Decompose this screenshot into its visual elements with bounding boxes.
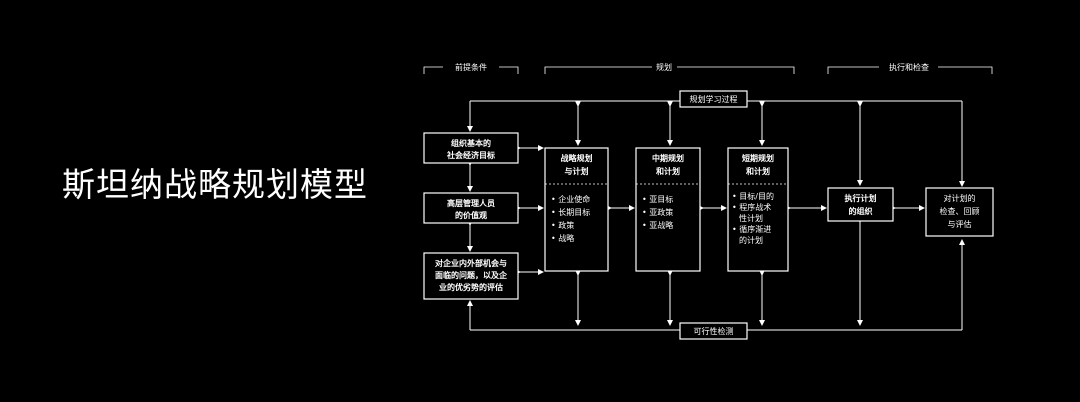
svg-text:与计划: 与计划 xyxy=(565,166,589,176)
svg-text:的组织: 的组织 xyxy=(849,206,873,216)
svg-text:和计划: 和计划 xyxy=(746,166,770,176)
svg-text:性计划: 性计划 xyxy=(739,213,763,223)
learning-loop-lines xyxy=(467,100,965,187)
svg-text:中期规划: 中期规划 xyxy=(652,153,684,163)
mid-term-item: • 亚战略 xyxy=(642,220,673,230)
feasibility-check-box: 可行性检测 xyxy=(679,322,748,340)
planning-learning-box: 规划学习过程 xyxy=(679,90,748,108)
strategic-planning-box: 战略规划 与计划 • 企业使命 • 长期目标 • 政策 • 战略 xyxy=(544,147,609,272)
strategic-item: • 政策 xyxy=(551,220,574,230)
slide-title: 斯坦纳战略规划模型 xyxy=(62,165,368,204)
svg-text:社会经济目标: 社会经济目标 xyxy=(446,150,495,160)
mid-term-item: • 亚政策 xyxy=(642,207,673,217)
review-box: 对计划的 检查、回顾 与评估 xyxy=(925,187,994,237)
header-execution: 执行和检查 xyxy=(827,62,993,74)
org-goals-box: 组织基本的 社会经济目标 xyxy=(423,132,519,164)
svg-text:的计划: 的计划 xyxy=(739,235,763,245)
strategic-item: • 企业使命 xyxy=(551,194,590,204)
short-term-item: • 程序战术 xyxy=(732,202,771,212)
svg-text:高层管理人员: 高层管理人员 xyxy=(447,198,495,208)
svg-text:规划学习过程: 规划学习过程 xyxy=(690,94,738,104)
svg-text:短期规划: 短期规划 xyxy=(742,153,774,163)
svg-text:检查、回顾: 检查、回顾 xyxy=(940,206,980,216)
svg-text:与评估: 与评估 xyxy=(948,219,972,229)
header-premise: 前提条件 xyxy=(423,62,519,74)
svg-text:对企业内外部机会与: 对企业内外部机会与 xyxy=(435,258,507,268)
header-planning-label: 规划 xyxy=(656,62,672,72)
strategic-item: • 战略 xyxy=(551,233,574,243)
header-planning: 规划 xyxy=(544,62,795,74)
svg-text:执行计划: 执行计划 xyxy=(845,193,877,203)
strategic-item: • 长期目标 xyxy=(551,207,590,217)
svg-text:组织基本的: 组织基本的 xyxy=(451,138,491,148)
svg-text:战略规划: 战略规划 xyxy=(561,153,593,163)
mgmt-values-box: 高层管理人员 的价值观 xyxy=(423,192,519,224)
svg-text:可行性检测: 可行性检测 xyxy=(694,326,734,336)
short-term-item: • 循序渐进 xyxy=(732,224,771,234)
mid-term-planning-box: 中期规划 和计划 • 亚目标 • 亚政策 • 亚战略 xyxy=(635,147,701,272)
svg-text:业的优劣势的评估: 业的优劣势的评估 xyxy=(439,282,503,292)
svg-text:和计划: 和计划 xyxy=(656,166,680,176)
svg-text:面临的问题，以及企: 面临的问题，以及企 xyxy=(435,270,508,280)
svg-text:的价值观: 的价值观 xyxy=(455,210,487,220)
env-eval-box: 对企业内外部机会与 面临的问题，以及企 业的优劣势的评估 xyxy=(423,252,519,300)
header-premise-label: 前提条件 xyxy=(455,62,487,72)
flow-arrows xyxy=(515,145,925,275)
feasibility-loop-lines xyxy=(467,217,965,331)
short-term-planning-box: 短期规划 和计划 • 目标/目的 • 程序战术 性计划 • 循序渐进 的计划 xyxy=(727,147,789,272)
execute-org-box: 执行计划 的组织 xyxy=(827,187,894,222)
mid-term-item: • 亚目标 xyxy=(642,194,673,204)
short-term-item: • 目标/目的 xyxy=(732,191,774,201)
header-execution-label: 执行和检查 xyxy=(889,62,929,72)
svg-text:对计划的: 对计划的 xyxy=(944,193,976,203)
